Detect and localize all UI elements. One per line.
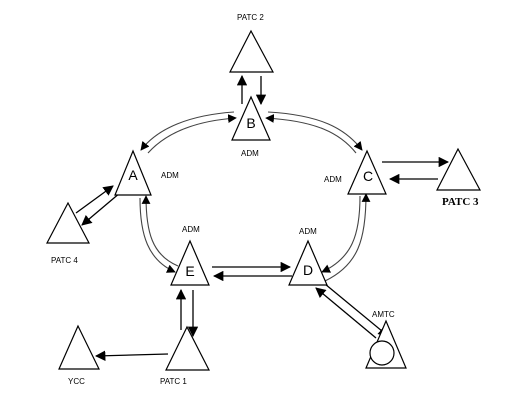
adm-label-a: ADM — [161, 171, 179, 180]
station-patc1-label: PATC 1 — [160, 377, 187, 386]
station-patc3-label: PATC 3 — [442, 196, 479, 208]
node-d: D — [288, 239, 328, 286]
node-c-label: C — [363, 168, 373, 184]
node-b-label: B — [246, 115, 255, 131]
link-e-patc1 — [175, 288, 199, 338]
node-b: B — [231, 95, 271, 141]
station-patc4: PATC 4 — [46, 201, 90, 265]
link-c-patc3 — [382, 156, 450, 185]
link-d-amtc — [315, 283, 389, 339]
ring-link-b-c — [265, 111, 363, 154]
station-patc4-label: PATC 4 — [51, 256, 78, 265]
node-c: C — [347, 149, 387, 195]
ring-link-c-d — [321, 193, 371, 282]
adm-label-c: ADM — [324, 175, 342, 184]
link-patc1-ycc — [94, 350, 169, 361]
ring-link-b-a — [140, 111, 237, 154]
node-a-label: A — [128, 167, 138, 183]
amtc-circle-icon — [369, 340, 395, 366]
ring-link-e-d — [212, 261, 292, 282]
station-patc2-label: PATC 2 — [237, 13, 264, 22]
station-ycc: YCC — [58, 324, 100, 386]
node-d-label: D — [303, 262, 313, 278]
adm-label-e: ADM — [182, 225, 200, 234]
station-amtc-label: AMTC — [372, 310, 395, 319]
station-patc3: PATC 3 — [436, 147, 482, 208]
adm-label-b: ADM — [241, 149, 259, 158]
node-a: A — [114, 149, 152, 196]
adm-label-d: ADM — [299, 227, 317, 236]
ring-link-a-e — [139, 195, 179, 273]
station-patc2: PATC 2 — [229, 13, 275, 73]
station-ycc-label: YCC — [68, 377, 85, 386]
node-e: E — [170, 239, 210, 286]
station-amtc: AMTC — [365, 310, 407, 369]
node-e-label: E — [185, 263, 194, 279]
station-patc1: PATC 1 — [160, 325, 210, 386]
link-b-patc2 — [236, 74, 267, 106]
